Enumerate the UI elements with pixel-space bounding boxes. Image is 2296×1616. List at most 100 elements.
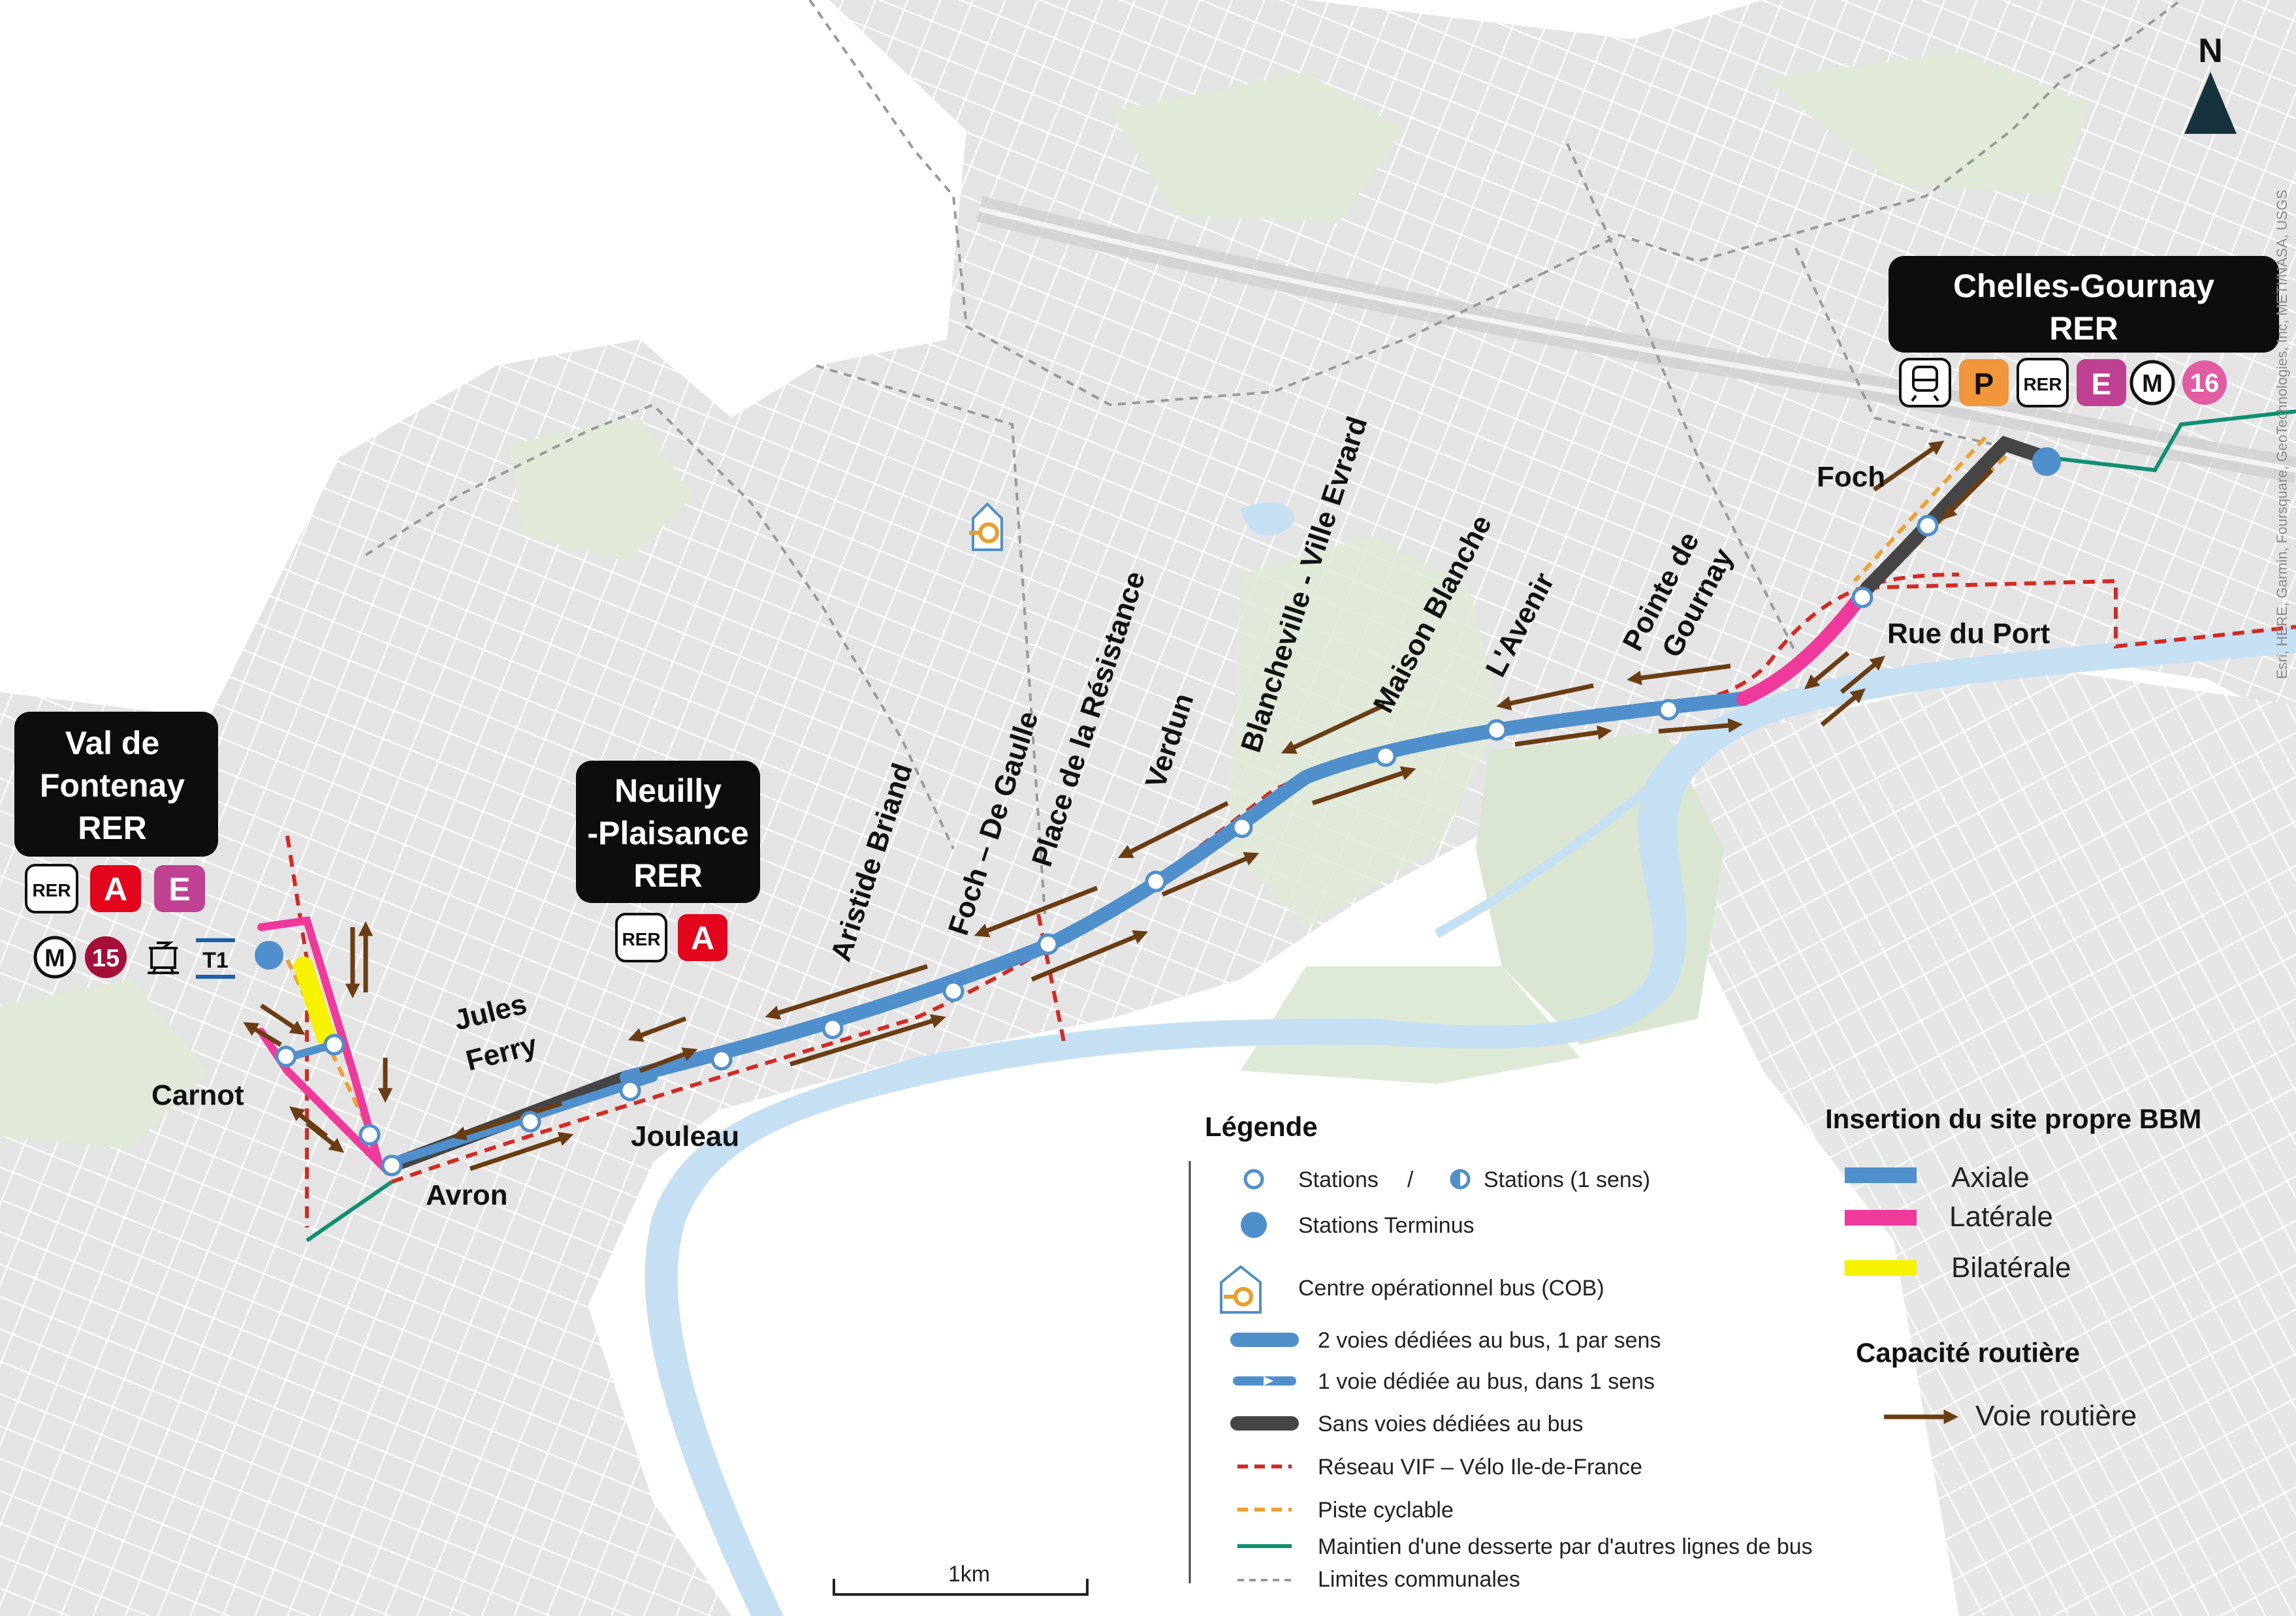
blank-north-west bbox=[0, 0, 829, 718]
svg-text:Val de: Val de bbox=[65, 725, 160, 761]
station-marker bbox=[359, 1124, 381, 1146]
road-arrow bbox=[1840, 656, 1885, 694]
road-arrows bbox=[243, 440, 1994, 1171]
svg-text:-Plaisance: -Plaisance bbox=[587, 815, 748, 851]
green-area-7 bbox=[0, 979, 209, 1149]
svg-text:Stations: Stations bbox=[1298, 1167, 1379, 1192]
badge-rer-e: E bbox=[154, 865, 205, 912]
svg-text:/: / bbox=[1407, 1167, 1414, 1192]
svg-text:RER: RER bbox=[2023, 374, 2062, 394]
svg-text:Sans voies dédiées au bus: Sans voies dédiées au bus bbox=[1318, 1412, 1583, 1436]
road-arrow bbox=[1496, 683, 1594, 711]
svg-text:T1: T1 bbox=[202, 948, 229, 973]
svg-text:Fontenay: Fontenay bbox=[40, 767, 185, 804]
road-arrow bbox=[1514, 725, 1612, 747]
station-marker bbox=[275, 1045, 297, 1068]
station-marker bbox=[942, 980, 965, 1002]
station-marker bbox=[519, 1111, 541, 1133]
svg-text:15: 15 bbox=[92, 945, 120, 972]
station-marker bbox=[323, 1034, 345, 1056]
badge-metro: M bbox=[2129, 360, 2175, 405]
svg-text:Chelles-Gournay: Chelles-Gournay bbox=[1953, 268, 2214, 304]
urban-area-southeast bbox=[1685, 666, 2296, 1616]
terminal-neuilly-plaisance: Neuilly -Plaisance RER RER A bbox=[576, 761, 760, 962]
svg-text:Maintien d'une desserte par d': Maintien d'une desserte par d'autres lig… bbox=[1318, 1534, 1813, 1559]
road-arrow bbox=[639, 1047, 698, 1073]
road-arrow bbox=[628, 1016, 687, 1042]
loop-bilateral bbox=[294, 957, 336, 1048]
svg-text:16: 16 bbox=[2190, 369, 2220, 398]
svg-text:2 voies dédiées au bus, 1 par: 2 voies dédiées au bus, 1 par sens bbox=[1318, 1328, 1661, 1353]
svg-text:A: A bbox=[691, 920, 714, 957]
svg-text:Stations Terminus: Stations Terminus bbox=[1298, 1213, 1475, 1238]
cob-legend-icon bbox=[1220, 1265, 1262, 1314]
vif-east bbox=[1867, 578, 2296, 649]
bilateral-swatch bbox=[1845, 1260, 1917, 1276]
svg-text:RER: RER bbox=[2049, 310, 2118, 347]
terminus-marker bbox=[255, 941, 283, 970]
road-arrow bbox=[1658, 718, 1743, 734]
terminal-val-de-fontenay: Val de Fontenay RER RER A E M 15 T1 bbox=[14, 712, 235, 979]
station-marker bbox=[821, 1017, 844, 1039]
road-arrow bbox=[289, 1106, 328, 1138]
route-lateral bbox=[1736, 580, 1875, 706]
svg-text:Limites communales: Limites communales bbox=[1318, 1567, 1520, 1592]
pond bbox=[1241, 502, 1294, 536]
road-arrow bbox=[1030, 930, 1149, 982]
road-arrow bbox=[1872, 440, 1945, 492]
svg-text:Bilatérale: Bilatérale bbox=[1951, 1252, 2071, 1284]
insertion-title: Insertion du site propre BBM bbox=[1825, 1103, 2201, 1134]
badge-tram-t1: T1 bbox=[196, 938, 235, 979]
svg-text:N: N bbox=[2198, 32, 2223, 70]
svg-text:M: M bbox=[2142, 370, 2163, 398]
svg-text:Réseau VIF – Vélo Ile-de-Franc: Réseau VIF – Vélo Ile-de-France bbox=[1318, 1455, 1642, 1480]
cob-icon bbox=[969, 502, 1003, 551]
station-marker bbox=[1917, 515, 1939, 537]
badge-rer: RER bbox=[2017, 358, 2069, 407]
road-arrow bbox=[1311, 766, 1416, 806]
tram-icon bbox=[148, 942, 179, 975]
road-arrow bbox=[469, 1132, 574, 1171]
label-jouleau: Jouleau bbox=[631, 1120, 739, 1152]
other-bus-west bbox=[306, 1180, 393, 1243]
station-marker bbox=[1037, 933, 1059, 955]
station-marker bbox=[1657, 699, 1680, 721]
svg-text:Stations (1 sens): Stations (1 sens) bbox=[1484, 1167, 1650, 1192]
road-arrow bbox=[1804, 651, 1850, 689]
terminal-chelles-gournay: Chelles-Gournay RER P RER E M 16 bbox=[1889, 256, 2279, 407]
svg-text:1km: 1km bbox=[948, 1562, 990, 1587]
road-arrow bbox=[1161, 851, 1260, 897]
attribution: Esri, HERE, Garmin, Foursquare, GeoTechn… bbox=[2274, 190, 2290, 679]
label-rue-du-port: Rue du Port bbox=[1887, 618, 2050, 650]
badge-rer: RER bbox=[25, 864, 78, 913]
insertion-legend: Insertion du site propre BBM Axiale Laté… bbox=[1825, 1103, 2201, 1432]
road-arrow bbox=[260, 1004, 306, 1035]
svg-text:E: E bbox=[2092, 367, 2112, 401]
svg-text:P: P bbox=[1974, 367, 1994, 401]
svg-text:Axiale: Axiale bbox=[1951, 1162, 2030, 1194]
svg-text:M: M bbox=[44, 945, 65, 972]
svg-text:Centre opérationnel bus (COB): Centre opérationnel bus (COB) bbox=[1298, 1276, 1604, 1301]
badge-rer-a: A bbox=[678, 914, 727, 961]
station-marker bbox=[1851, 586, 1873, 609]
svg-text:1 voie dédiée au bus, dans 1 s: 1 voie dédiée au bus, dans 1 sens bbox=[1318, 1369, 1655, 1394]
terminus-marker bbox=[2032, 447, 2061, 476]
badge-rer-e: E bbox=[2077, 359, 2126, 406]
station-marker bbox=[710, 1049, 733, 1071]
svg-text:RER: RER bbox=[633, 857, 703, 894]
svg-text:Piste cyclable: Piste cyclable bbox=[1318, 1498, 1454, 1523]
capacity-title: Capacité routière bbox=[1856, 1337, 2080, 1368]
road-arrow bbox=[1820, 688, 1866, 727]
svg-text:RER: RER bbox=[622, 929, 660, 949]
legend: Légende Stations / Stations (1 sens) Sta… bbox=[1188, 1111, 1813, 1592]
north-arrow-icon bbox=[2184, 72, 2237, 134]
green-area-1 bbox=[1228, 535, 1502, 927]
badge-metro-16: 16 bbox=[2182, 360, 2227, 405]
svg-text:Voie routière: Voie routière bbox=[1975, 1400, 2137, 1432]
road-arrow bbox=[765, 964, 929, 1020]
station-marker bbox=[619, 1079, 641, 1101]
svg-text:E: E bbox=[168, 871, 190, 908]
